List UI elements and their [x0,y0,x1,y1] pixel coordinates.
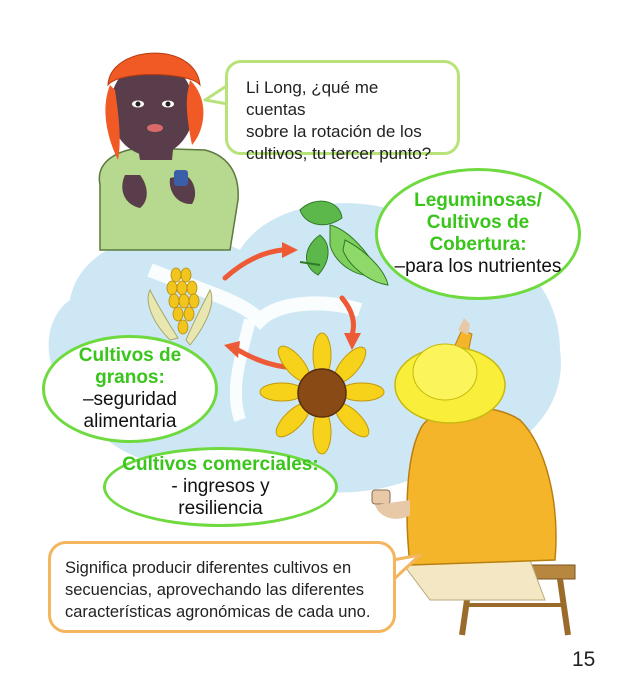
label-grains: Cultivos de granos: –seguridad alimentar… [42,335,218,443]
label-cash-crops: Cultivos comerciales: - ingresos y resil… [103,447,338,527]
legume-plant [299,200,389,286]
sunflower [259,332,385,455]
grains-heading-line: Cultivos de [78,345,182,366]
speech-line: sobre la rotación de los [246,122,422,141]
speech-line: cultivos, tu tercer punto? [246,144,432,163]
speech-bubble-top: Li Long, ¿qué me cuentas sobre la rotaci… [225,60,460,163]
arrow-heads [224,242,361,358]
cash-body-line: - ingresos y [171,476,270,497]
speech-line: Significa producir diferentes cultivos e… [65,559,352,577]
woman-character [98,52,239,251]
legumes-body-line: –para los nutrientes [394,256,562,277]
grains-body-line: –seguridad [82,389,178,410]
label-legumes: Leguminosas/ Cultivos de Cobertura: –par… [375,168,581,300]
wheat-plant [147,267,213,346]
legumes-heading-line: Leguminosas/ [414,190,542,211]
legumes-heading-line: Cobertura: [429,234,527,255]
grains-body-line: alimentaria [83,411,177,432]
speech-line: secuencias, aprovechando las diferentes [65,581,365,599]
man-character [371,318,576,636]
cash-heading-line: Cultivos comerciales: [122,454,319,475]
page-number: 15 [572,648,596,671]
speech-bubble-bottom: Significa producir diferentes cultivos e… [48,541,396,633]
speech-line: características agronómicas de cada uno. [65,603,371,621]
grains-heading-line: granos: [95,367,165,388]
cash-body-line: resiliencia [178,498,263,519]
legumes-heading-line: Cultivos de [426,212,530,233]
speech-line: Li Long, ¿qué me cuentas [246,78,379,119]
